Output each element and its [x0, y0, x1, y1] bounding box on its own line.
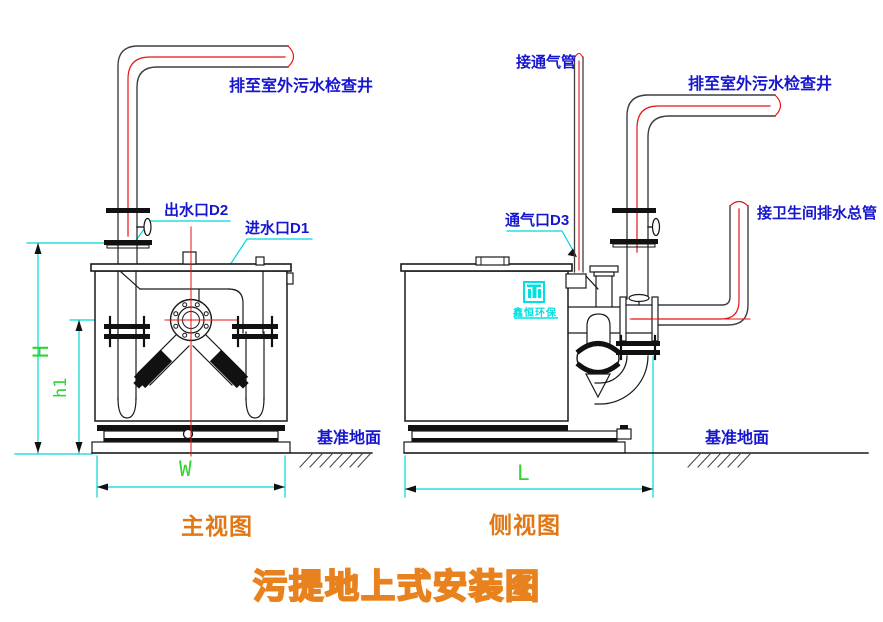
front-discharge-pipe [117, 45, 289, 267]
side-ground-label: 基准地面 [705, 430, 770, 447]
side-discharge-waterline [636, 94, 782, 253]
inlet-d1-label: 进水口D1 [245, 220, 310, 237]
side-bolted-flange [616, 334, 660, 361]
side-discharge-label: 排至室外污水检查井 [688, 76, 833, 93]
side-toilet-pipe [631, 200, 749, 326]
side-pump-assembly [565, 265, 659, 405]
toilet-main-label: 接卫生间排水总管 [757, 205, 878, 222]
outlet-d2-label: 出水口D2 [164, 202, 229, 219]
dim-H: H [29, 345, 53, 358]
drawing-title: 污提地上式安装图 [252, 567, 541, 607]
front-ground-label: 基准地面 [317, 430, 382, 447]
front-view-drawing [14, 45, 373, 498]
side-dimension-lines [404, 230, 654, 498]
side-vent-pipe [573, 52, 584, 273]
side-discharge-pipe [626, 94, 776, 300]
side-base [403, 425, 632, 454]
front-side-flanges [104, 315, 278, 348]
front-ground-line [91, 452, 373, 468]
front-centerlines [164, 226, 238, 457]
dim-W: W [179, 457, 192, 481]
side-tank [400, 256, 573, 422]
brand-logo-text: 鑫恒环保 [513, 308, 557, 319]
front-discharge-label: 排至室外污水检查井 [229, 78, 374, 95]
brand-logo [514, 281, 558, 319]
side-view-drawing [400, 52, 869, 498]
side-riser-flanges [610, 208, 661, 248]
front-view-title: 主视图 [181, 513, 253, 539]
dim-L: L [517, 461, 530, 485]
dim-h1: h1 [51, 377, 71, 398]
side-view-title: 侧视图 [489, 512, 561, 538]
vent-pipe-label: 接通气管 [516, 54, 577, 71]
front-discharge-pipe-waterline [127, 45, 295, 237]
side-ground-line [403, 452, 869, 468]
vent-d3-label: 通气口D3 [505, 212, 570, 229]
front-outlet-flanges [104, 208, 152, 249]
